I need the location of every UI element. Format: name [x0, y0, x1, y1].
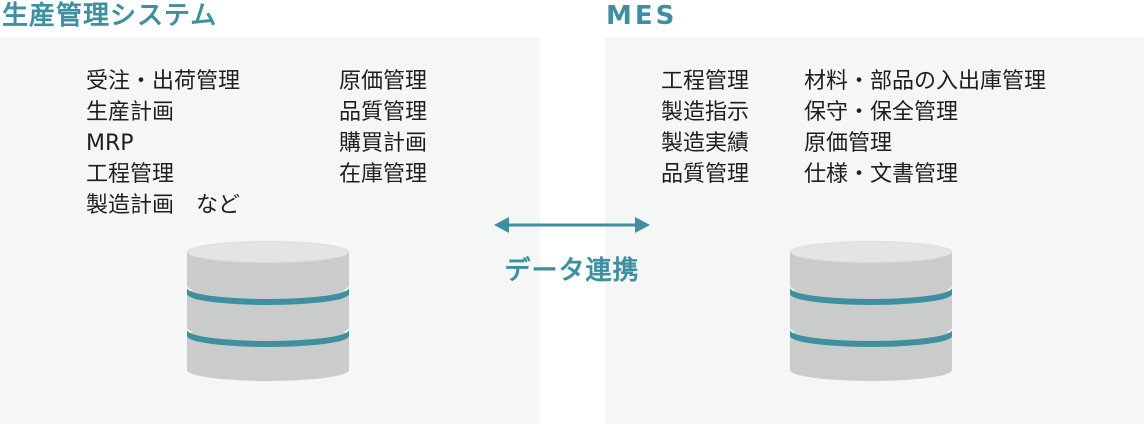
right-function-list-1: 工程管理 製造指示 製造実績 品質管理 — [661, 66, 749, 190]
function-item: 受注・出荷管理 — [86, 69, 241, 94]
function-item: 工程管理 — [661, 69, 750, 94]
function-item: 製造実績 — [661, 131, 750, 156]
function-item: 原価管理 — [339, 69, 428, 94]
function-item: 原価管理 — [804, 131, 893, 156]
function-item: 品質管理 — [661, 162, 750, 187]
right-function-list-2: 材料・部品の入出庫管理 保守・保全管理 原価管理 仕様・文書管理 — [804, 66, 1046, 190]
function-item: 製造計画 など — [86, 193, 241, 218]
function-item: 購買計画 — [339, 131, 428, 156]
function-item: 保守・保全管理 — [804, 100, 959, 125]
right-system-title: MES — [606, 1, 678, 31]
left-function-list-2: 原価管理 品質管理 購買計画 在庫管理 — [339, 66, 427, 190]
data-link-label: データ連携 — [504, 256, 640, 286]
function-item: 仕様・文書管理 — [804, 162, 959, 187]
double-arrow-icon — [494, 217, 650, 233]
database-icon — [790, 241, 952, 381]
function-item: MRP — [86, 131, 134, 156]
function-item: 工程管理 — [86, 162, 175, 187]
left-function-list-1: 受注・出荷管理 生産計画 MRP 工程管理 製造計画 など — [86, 66, 240, 221]
database-icon — [187, 241, 349, 381]
function-item: 品質管理 — [339, 100, 428, 125]
left-system-title: 生産管理システム — [2, 1, 218, 31]
function-item: 材料・部品の入出庫管理 — [804, 69, 1047, 94]
function-item: 生産計画 — [86, 100, 175, 125]
function-item: 在庫管理 — [339, 162, 428, 187]
function-item: 製造指示 — [661, 100, 750, 125]
